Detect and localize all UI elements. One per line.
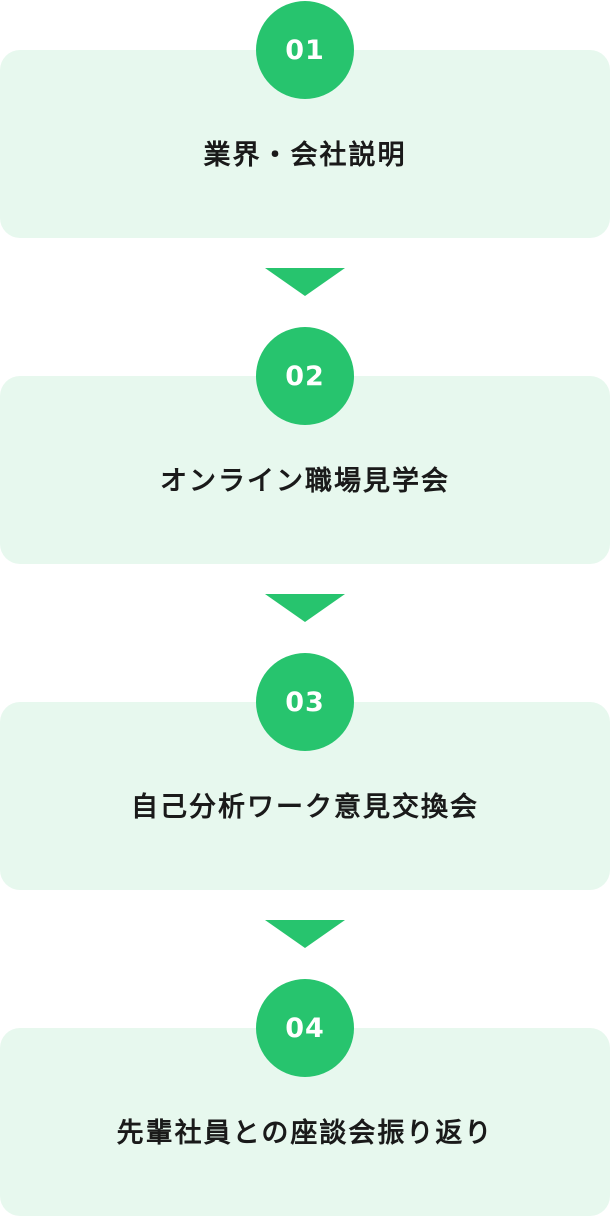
step-label: オンライン職場見学会 <box>160 466 450 497</box>
step-number-badge-4: 04 <box>256 979 354 1077</box>
step-label: 業界・会社説明 <box>203 140 407 171</box>
step-number-badge-2: 02 <box>256 327 354 425</box>
step-label: 自己分析ワーク意見交換会 <box>131 792 479 823</box>
down-arrow-icon <box>265 268 345 296</box>
step-number-badge-1: 01 <box>256 1 354 99</box>
down-arrow-icon <box>265 920 345 948</box>
step-number-badge-3: 03 <box>256 653 354 751</box>
step-label: 先輩社員との座談会振り返り <box>116 1118 494 1149</box>
down-arrow-icon <box>265 594 345 622</box>
